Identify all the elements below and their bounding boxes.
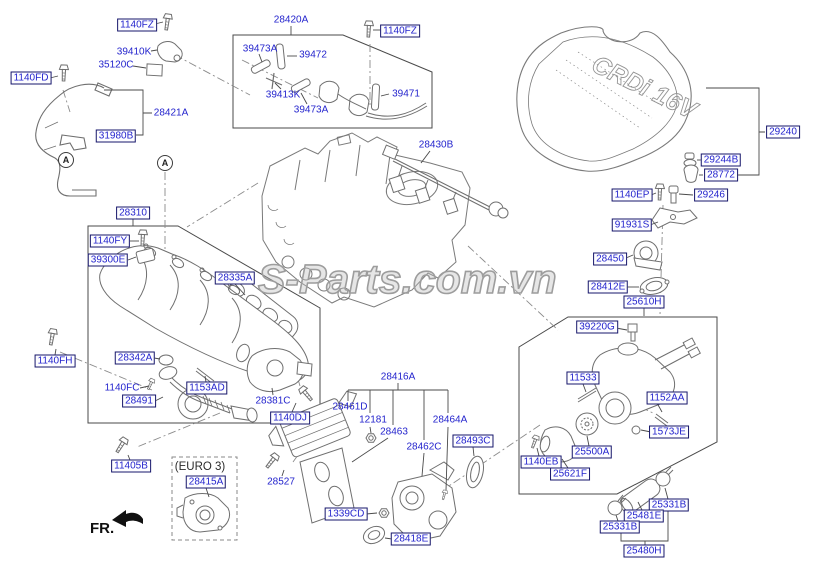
part-label-11405b: 11405B (111, 459, 151, 473)
part-label-1140fd: 1140FD (10, 71, 52, 85)
part-label-1140eb: 1140EB (520, 455, 562, 469)
part-label-28415a: 28415A (185, 475, 227, 489)
part-label-11533: 11533 (566, 371, 600, 385)
part-label-28381c: 28381C (255, 395, 291, 407)
front-marker-label: FR. (90, 520, 115, 537)
part-label-1339cd: 1339CD (324, 507, 368, 521)
intake-manifold-drawing (99, 243, 309, 420)
thermostat-assembly-drawing (539, 323, 701, 463)
part-label-28491: 28491 (122, 394, 156, 408)
throttle-actuator-drawing (362, 455, 485, 545)
cover-mount-parts-drawing (668, 152, 699, 204)
part-label-28310: 28310 (116, 206, 150, 220)
injector-harness-drawing (381, 144, 509, 219)
water-pipe-assembly-drawing (35, 82, 113, 197)
part-label-31980b: 31980B (95, 129, 137, 143)
leader-lines (49, 21, 765, 545)
part-label-25331b: 25331B (648, 498, 690, 512)
part-label-91931s: 91931S (611, 218, 653, 232)
part-label-39472: 39472 (299, 49, 327, 61)
euro3-part-drawing (176, 493, 231, 533)
bracket-drawing (651, 207, 698, 229)
view-marker-a2: A (157, 155, 173, 171)
part-label-39300e: 39300E (87, 253, 129, 267)
part-label-28430b: 28430B (418, 139, 454, 151)
part-label-29244b: 29244B (700, 153, 742, 167)
part-label-28464a: 28464A (432, 414, 468, 426)
part-label-28772: 28772 (704, 168, 738, 182)
part-label-1140fh: 1140FH (34, 354, 76, 368)
part-label-29240: 29240 (766, 125, 800, 139)
part-label-28421a: 28421A (153, 107, 189, 119)
part-label-28420a: 28420A (273, 14, 309, 26)
part-label-28461d: 28461D (332, 401, 368, 413)
part-label-1140fz: 1140FZ (380, 24, 420, 38)
part-label-1140ep: 1140EP (611, 188, 653, 202)
part-label-28416a: 28416A (380, 371, 416, 383)
part-label-1152aa: 1152AA (646, 391, 688, 405)
part-label-29246: 29246 (694, 188, 728, 202)
part-label-28342a: 28342A (114, 351, 156, 365)
part-label-28493c: 28493C (452, 434, 494, 448)
part-label-39413k: 39413K (265, 89, 301, 101)
euro3-group-label: (EURO 3) (174, 461, 226, 473)
part-label-39473a: 39473A (242, 43, 278, 55)
egr-valve-side-drawing (236, 343, 313, 393)
part-label-28418e: 28418E (390, 532, 432, 546)
part-label-25621f: 25621F (550, 467, 590, 481)
part-label-39220g: 39220G (576, 320, 618, 334)
part-label-39410k: 39410K (116, 46, 152, 58)
assembly-group-boxes (87, 34, 718, 541)
part-label-1153ad: 1153AD (186, 381, 228, 395)
part-label-25610h: 25610H (623, 295, 665, 309)
part-label-25331b: 25331B (599, 520, 641, 534)
part-label-28450: 28450 (593, 252, 627, 266)
part-label-1140fy: 1140FY (89, 234, 131, 248)
view-marker-a1: A (58, 152, 74, 168)
sensors-drawing (146, 41, 183, 77)
part-label-25480h: 25480H (623, 544, 665, 558)
part-label-35120c: 35120C (98, 59, 134, 71)
egr-pipe-drawing (158, 366, 258, 423)
watermark: S-Parts.com.vn (257, 255, 557, 303)
part-label-39471: 39471 (392, 88, 420, 100)
engine-block-drawing (261, 132, 471, 308)
part-label-25500a: 25500A (571, 445, 613, 459)
part-label-1573je: 1573JE (649, 425, 689, 439)
part-label-1140dj: 1140DJ (270, 411, 310, 425)
part-label-1140fc: 1140FC (104, 382, 140, 394)
part-label-28335a: 28335A (214, 271, 256, 285)
part-label-28527: 28527 (267, 476, 295, 488)
part-label-1140fz: 1140FZ (117, 18, 157, 32)
part-label-12181: 12181 (359, 414, 387, 426)
part-label-28462c: 28462C (406, 441, 442, 453)
glow-plug-pipes-drawing (250, 43, 428, 120)
part-label-28463: 28463 (380, 426, 408, 438)
part-label-25481e: 25481E (623, 509, 665, 523)
part-label-28412e: 28412E (587, 280, 629, 294)
front-direction-arrow-icon (112, 510, 143, 527)
part-label-39473a: 39473A (293, 104, 329, 116)
egr-valve-upper-drawing (633, 240, 670, 295)
